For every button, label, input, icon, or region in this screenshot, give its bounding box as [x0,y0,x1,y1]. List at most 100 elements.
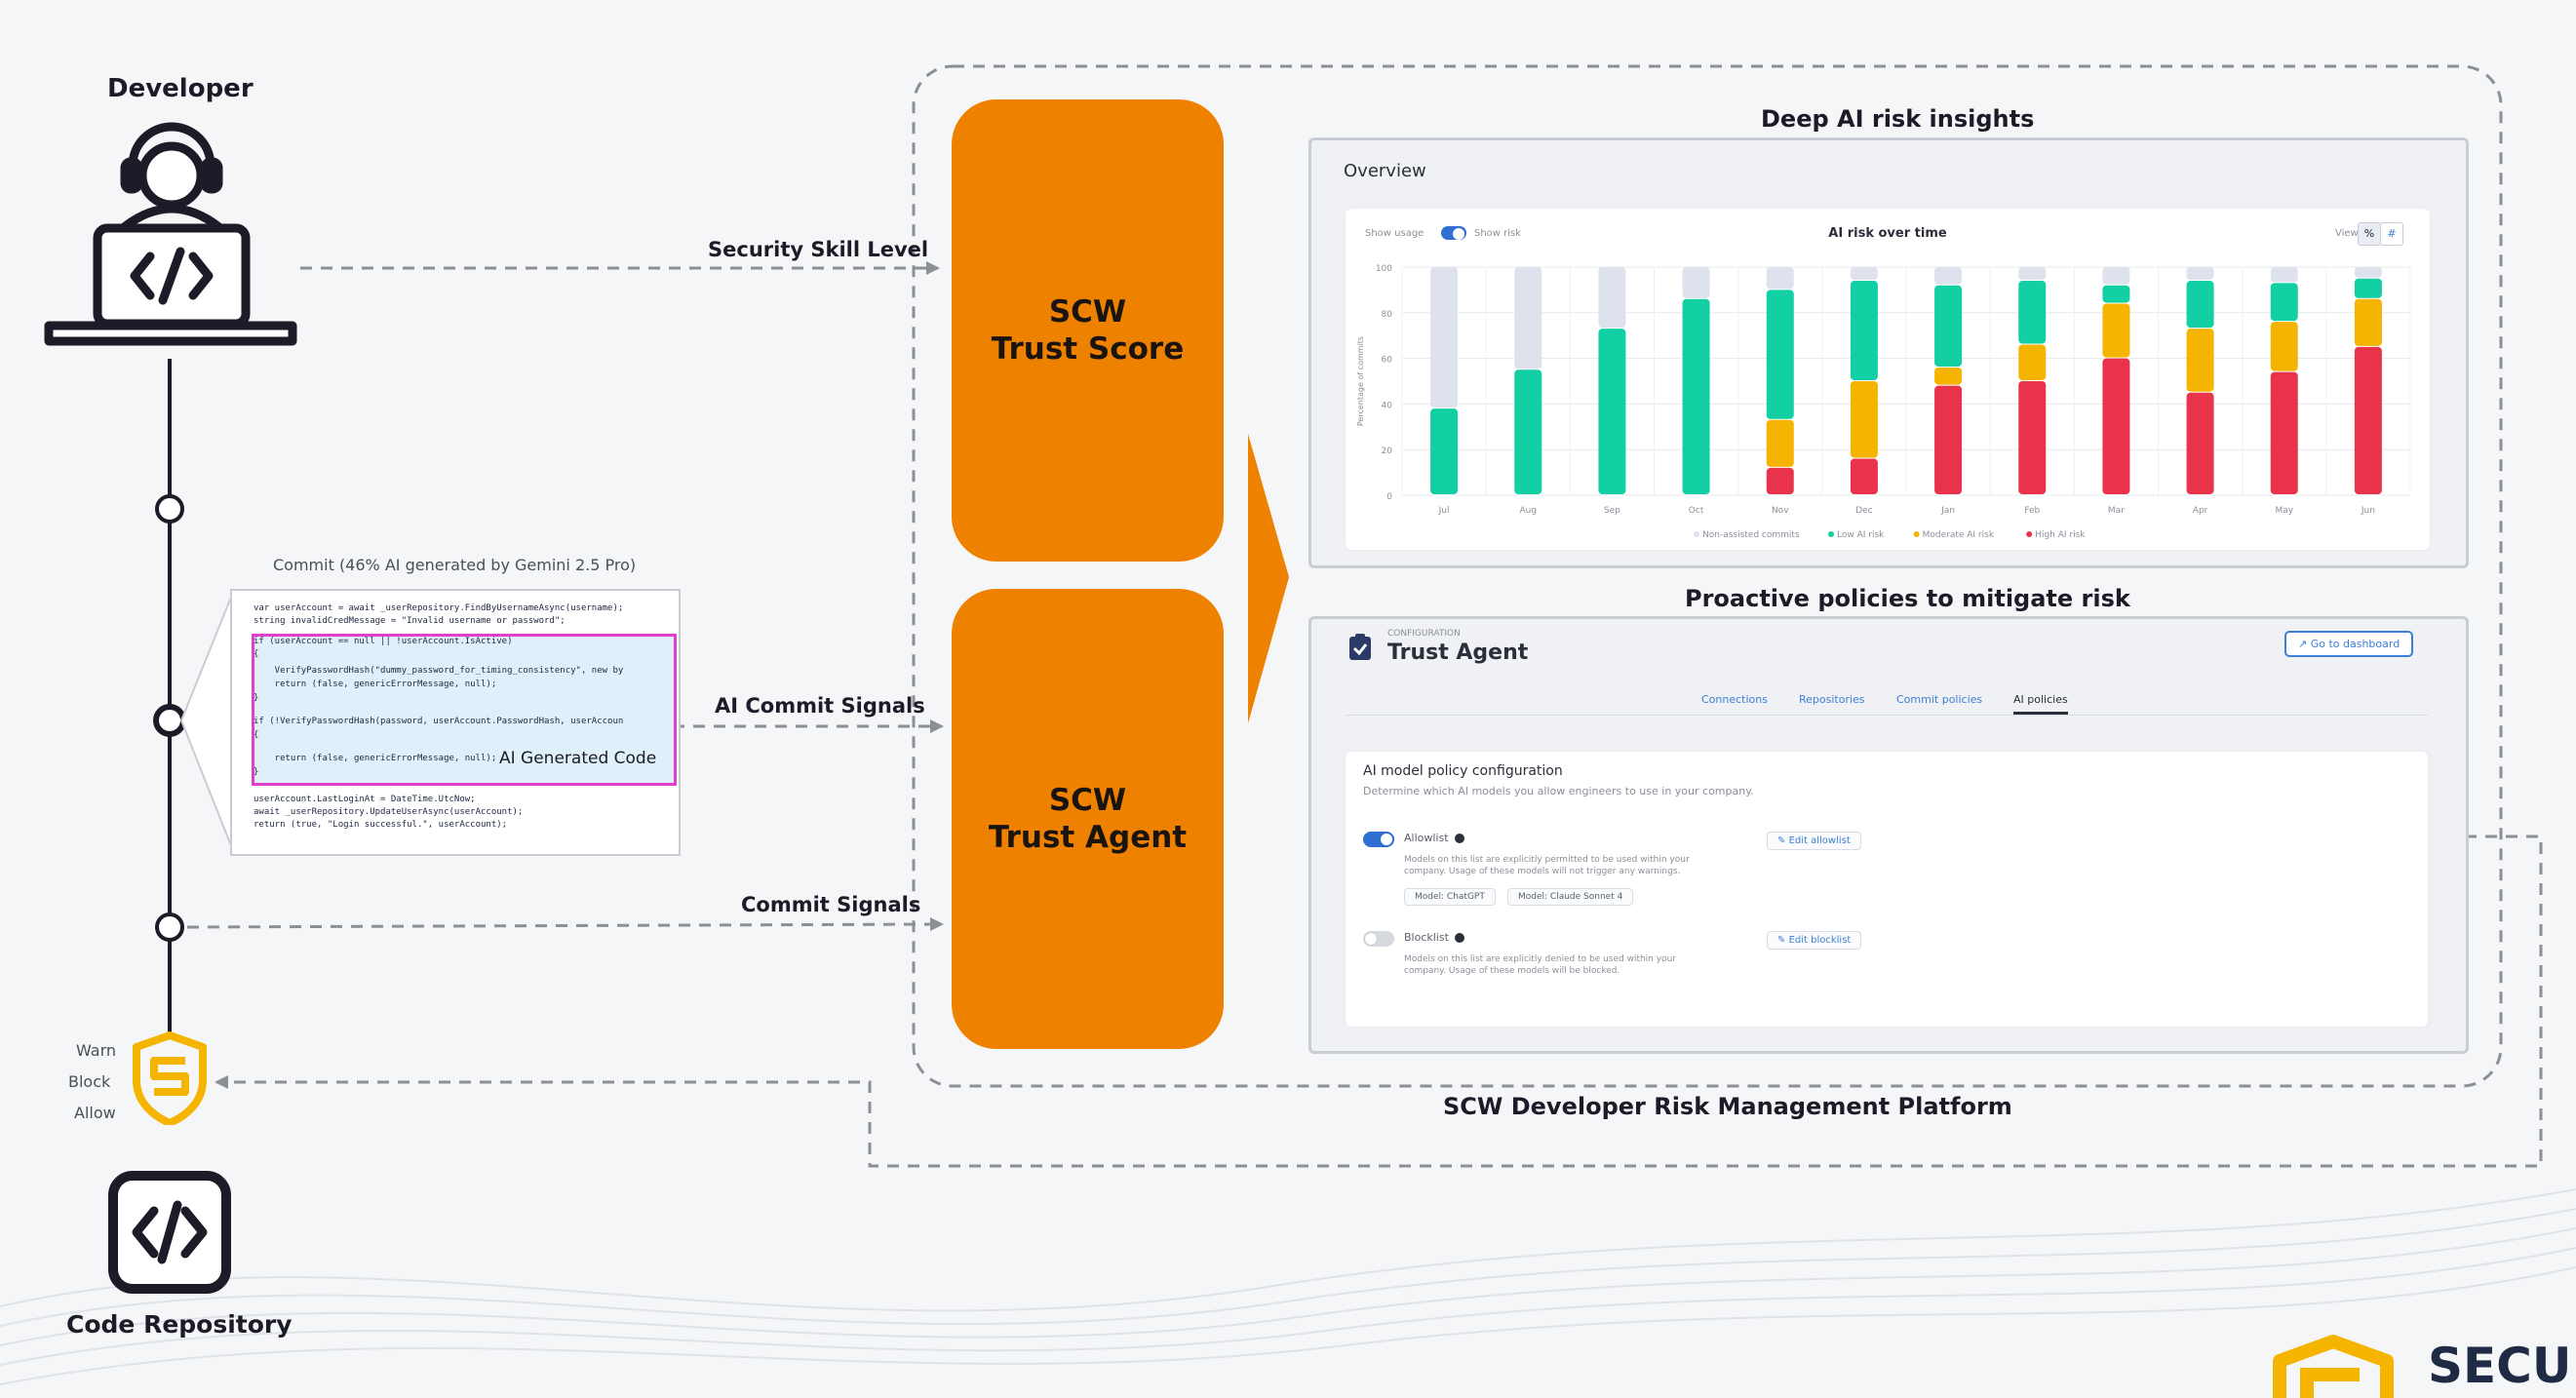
pencil-icon: ✎ [1777,835,1786,846]
bar-segment [2186,267,2214,281]
bar-segment [2018,281,2047,344]
ai-risk-chart-card: Show usage Show risk AI risk over time V… [1344,207,2432,552]
bar-segment [1934,267,1963,285]
x-tick-label: Sep [1604,506,1620,516]
bar-segment [2186,329,2214,392]
bar-segment [1934,285,1963,367]
bar-segment [2354,267,2382,278]
security-skill-label: Security Skill Level [708,238,929,261]
x-tick-label: Apr [2193,506,2208,516]
y-tick-label: 80 [1382,310,1393,320]
bar-segment [1682,267,1710,298]
edit-allowlist-button[interactable]: ✎ Edit allowlist [1767,832,1861,850]
code-line: return (false, genericErrorMessage, null… [254,680,497,689]
bar-segment [1766,267,1794,290]
chart-title: AI risk over time [1828,226,1947,241]
flow-chevron [1248,434,1289,723]
y-axis-label: Percentage of commits [1356,336,1365,426]
bar-segment [1766,419,1794,467]
bar-segment [2270,322,2298,371]
platform-container [912,64,2503,1088]
view-count-button[interactable]: # [2380,222,2403,246]
tab-commit-policies[interactable]: Commit policies [1896,693,1983,706]
legend-swatch [1913,531,1920,537]
bar-segment [1934,367,1963,385]
bar-segment [1682,298,1710,494]
code-line: var userAccount = await _userRepository.… [254,603,624,613]
configuration-kicker: CONFIGURATION [1387,629,1461,639]
tab-ai-policies[interactable]: AI policies [2013,693,2068,715]
policy-section-title: AI model policy configuration [1363,763,1563,779]
bar-segment [1514,369,1542,494]
policies-heading: Proactive policies to mitigate risk [1685,585,2130,612]
overview-label: Overview [1344,161,1426,181]
code-line: return (true, "Login successful.", userA… [254,820,508,830]
code-repository-icon [108,1171,231,1294]
bar-segment [1850,458,1878,494]
blocklist-label: Blocklist [1404,931,1449,944]
bar-segment [2102,303,2130,358]
clipboard-check-icon [1349,634,1371,660]
legend-label: Low AI risk [1837,530,1885,540]
edit-blocklist-button[interactable]: ✎ Edit blocklist [1767,931,1862,950]
x-tick-label: Feb [2024,506,2040,516]
x-tick-label: Aug [1519,506,1537,516]
bar-segment [1598,329,1626,494]
tab-repositories[interactable]: Repositories [1799,693,1865,706]
edit-allowlist-label: Edit allowlist [1788,835,1851,846]
guard-block: Block [68,1072,111,1091]
allowlist-toggle[interactable] [1363,832,1394,847]
allowlist-label: Allowlist [1404,832,1449,844]
bar-segment [2270,283,2298,322]
code-line: { [254,730,259,740]
y-tick-label: 40 [1382,401,1393,410]
code-line: string invalidCredMessage = "Invalid use… [254,616,566,626]
legend-label: Moderate AI risk [1923,530,1995,540]
timeline-node-active [153,704,186,737]
trust-agent-line1: SCW [1048,783,1127,818]
tab-connections[interactable]: Connections [1701,693,1768,706]
info-icon[interactable] [1455,933,1464,943]
code-line: VerifyPasswordHash("dummy_password_for_t… [254,666,624,676]
info-icon[interactable] [1455,834,1464,843]
view-percent-button[interactable]: % [2358,222,2381,246]
bar-segment [2354,278,2382,298]
bar-segment [1430,267,1459,408]
go-to-dashboard-label: Go to dashboard [2310,638,2400,650]
commit-callout-wedge [179,594,233,849]
go-to-dashboard-button[interactable]: ↗ Go to dashboard [2284,631,2414,657]
tabs-divider [1346,715,2428,716]
bar-segment [2270,371,2298,494]
blocklist-toggle[interactable] [1363,931,1394,947]
view-label: View [2335,228,2359,239]
bar-segment [1850,381,1878,458]
platform-label: SCW Developer Risk Management Platform [1443,1093,2012,1120]
bar-segment [2018,344,2047,380]
developer-label: Developer [107,74,254,103]
code-line: await _userRepository.UpdateUserAsync(us… [254,807,524,817]
x-tick-label: Jun [2361,506,2375,516]
external-link-icon: ↗ [2298,638,2308,650]
bar-segment [2018,381,2047,494]
pencil-icon: ✎ [1777,935,1786,946]
bar-segment [1850,281,1878,380]
insights-heading: Deep AI risk insights [1761,105,2035,133]
trust-agent-box: SCW Trust Agent [952,589,1224,1049]
insights-panel: Overview Show usage Show risk AI risk ov… [1308,137,2469,568]
commit-signals-label: Commit Signals [741,893,921,916]
commit-caption: Commit (46% AI generated by Gemini 2.5 P… [273,556,637,574]
x-tick-label: Oct [1689,506,1704,516]
show-usage-label: Show usage [1365,228,1425,239]
commit-snippet: var userAccount = await _userRepository.… [230,589,681,856]
y-tick-label: 0 [1386,492,1392,502]
bar-segment [2186,392,2214,494]
guard-warn: Warn [76,1041,117,1060]
model-chip-claude: Model: Claude Sonnet 4 [1507,888,1634,906]
brand-logo-icon [2273,1335,2394,1398]
bar-segment [2270,267,2298,283]
legend-label: Non-assisted commits [1702,530,1800,540]
usage-risk-toggle[interactable] [1441,226,1466,240]
bar-segment [2018,267,2047,281]
allowlist-desc-1: Models on this list are explicitly permi… [1404,855,1690,865]
